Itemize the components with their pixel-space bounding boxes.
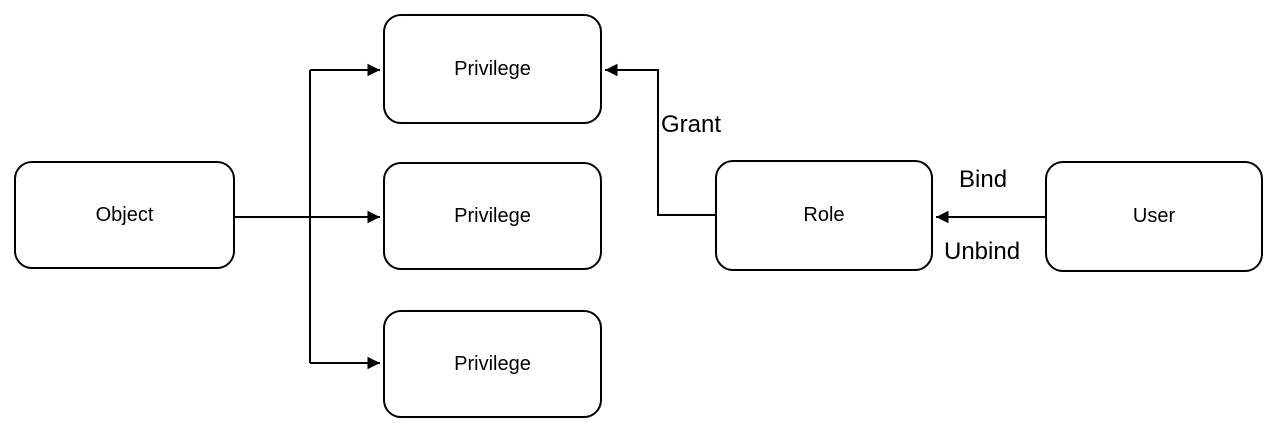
privilege-node-middle: Privilege (383, 162, 602, 270)
grant-edge-label: Grant (661, 111, 722, 138)
user-node: User (1045, 161, 1263, 272)
bind-edge-label: Bind (959, 166, 1008, 193)
unbind-edge-label: Unbind (944, 238, 1021, 265)
object-node-label: Object (95, 203, 154, 226)
privilege-node-top-label: Privilege (454, 57, 531, 80)
privilege-node-top: Privilege (383, 14, 602, 124)
privilege-node-bottom: Privilege (383, 310, 602, 418)
role-node: Role (715, 160, 933, 271)
user-node-label: User (1132, 205, 1176, 227)
object-node: Object (14, 161, 235, 269)
privilege-node-bottom-label: Privilege (454, 352, 531, 375)
edge-grant-role-to-privilege (605, 63, 715, 216)
role-node-label: Role (803, 204, 845, 226)
privilege-node-middle-label: Privilege (454, 204, 531, 227)
